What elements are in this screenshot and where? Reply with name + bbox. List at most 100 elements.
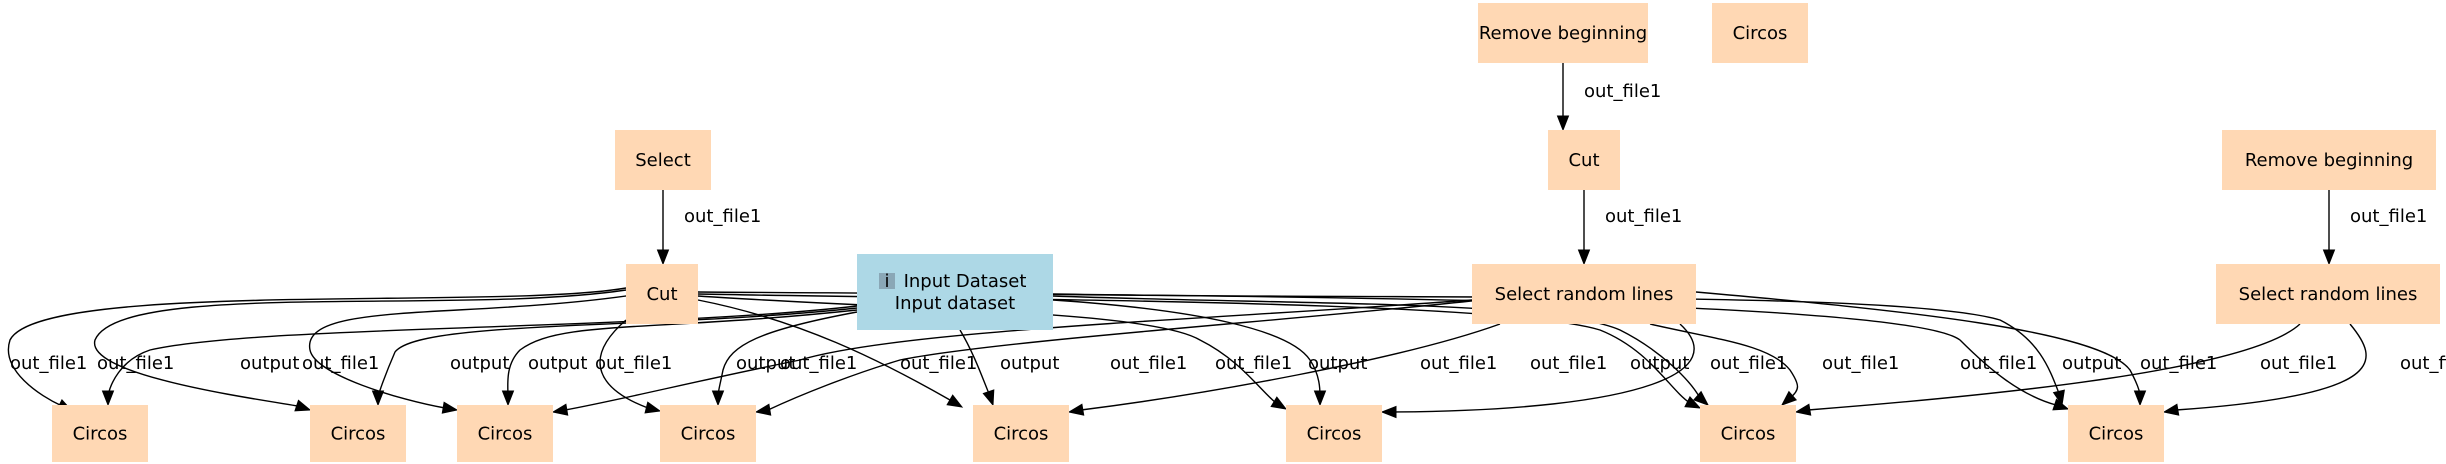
node-box <box>857 254 1053 330</box>
edge-label: out_file1 <box>1530 353 1607 374</box>
node-n_srl2[interactable]: Select random lines <box>2216 264 2440 324</box>
edge-label: out_file1 <box>97 353 174 374</box>
edge-line <box>2175 323 2367 411</box>
node-label: Circos <box>478 424 533 445</box>
edge-line <box>94 289 627 407</box>
edge-label: output <box>528 353 587 374</box>
node-c3[interactable]: Circos <box>457 405 553 462</box>
edge-n_srl1-to-c7: out_file1 <box>1649 323 1899 406</box>
node-label: Cut <box>1568 150 1599 171</box>
edge-label: out_file1 <box>10 353 87 374</box>
edge-n_cut_left-to-c4: out_file1 <box>595 319 672 414</box>
edge-label: out_file1 <box>684 206 761 227</box>
edge-label: out_file1 <box>1605 206 1682 227</box>
node-label: Select random lines <box>2239 284 2418 305</box>
edges-layer: out_file1 out_file1 out_file1 out_file1 out_… <box>7 63 2446 419</box>
node-c8[interactable]: Circos <box>2068 405 2164 462</box>
edge-n_input-to-c1: output <box>101 305 858 407</box>
edge-n_input-to-c3: output <box>501 309 858 407</box>
edge-n_input-to-c8: output <box>1052 293 2121 407</box>
edge-line <box>767 299 1481 411</box>
node-box <box>1548 130 1620 190</box>
node-label: Circos <box>1721 424 1776 445</box>
node-n_select[interactable]: Select <box>615 130 711 190</box>
node-n_cut_left[interactable]: Cut <box>626 264 698 324</box>
edge-label: out_file1 <box>1822 353 1899 374</box>
arrowhead <box>1556 115 1570 132</box>
node-c6[interactable]: Circos <box>1286 405 1382 462</box>
node-box <box>52 405 148 462</box>
node-c4[interactable]: Circos <box>660 405 756 462</box>
edge-n_cut_left-to-c6: out_file1 <box>697 295 1292 410</box>
edge-label: output <box>1308 353 1367 374</box>
arrowhead <box>2052 389 2065 407</box>
edge-line <box>564 299 1473 411</box>
edge-n_remove2-to-n_srl2: out_file1 <box>2322 190 2427 266</box>
arrowhead <box>371 390 385 407</box>
node-label: Remove beginning <box>1479 23 1647 44</box>
node-label: Circos <box>73 424 128 445</box>
node-c1[interactable]: Circos <box>52 405 148 462</box>
edge-label: output <box>2062 353 2121 374</box>
arrowhead <box>551 403 569 416</box>
edge-line <box>107 305 858 397</box>
edge-label: out_file1 <box>1110 353 1187 374</box>
edge-label: out_file1 <box>780 353 857 374</box>
edge-label: out_file1 <box>900 353 977 374</box>
node-box <box>1478 3 1648 63</box>
edge-label: out_file1 <box>1710 353 1787 374</box>
node-n_srl1[interactable]: Select random lines <box>1472 264 1696 324</box>
edge-n_select-to-n_cut_left: out_file1 <box>656 190 761 266</box>
node-box <box>660 405 756 462</box>
node-n_remove1[interactable]: Remove beginning <box>1478 3 1648 63</box>
edge-n_cut_left-to-c1: out_file1 <box>7 287 627 412</box>
node-c2[interactable]: Circos <box>310 405 406 462</box>
edge-line <box>697 295 1277 404</box>
edge-n_srl1-to-c6: out_file1 <box>1380 323 1787 419</box>
edge-line <box>1052 299 1321 397</box>
edge-line <box>507 309 858 397</box>
edge-label: out_file1 <box>2260 353 2337 374</box>
edge-line <box>599 319 649 409</box>
edge-n_input-to-c4: output <box>711 311 858 407</box>
node-label: Input Dataset <box>904 271 1027 292</box>
arrowhead <box>101 390 115 407</box>
node-box <box>615 130 711 190</box>
edge-n_srl1-to-c5: out_file1 <box>1067 323 1501 416</box>
node-sublabel: Input dataset <box>895 293 1015 314</box>
arrowhead <box>1067 403 1085 416</box>
arrowhead <box>1380 405 1397 419</box>
node-box <box>1472 264 1696 324</box>
node-n_circos_top[interactable]: Circos <box>1712 3 1808 63</box>
edge-label: out_file1 <box>595 353 672 374</box>
arrowhead <box>656 249 670 266</box>
edge-n_srl2-to-c8: out_file1 <box>2162 323 2446 416</box>
edge-line <box>1695 291 2141 397</box>
edge-line <box>7 287 627 407</box>
arrowhead <box>1577 249 1591 266</box>
arrowhead <box>754 403 772 416</box>
edge-label: out_file1 <box>1215 353 1292 374</box>
node-label: Circos <box>994 424 1049 445</box>
arrowhead <box>501 390 515 407</box>
node-label: Select random lines <box>1495 284 1674 305</box>
arrowhead <box>2133 390 2147 407</box>
edge-n_cut_left-to-c5: out_file1 <box>697 299 977 408</box>
edge-label: out_file1 <box>302 353 379 374</box>
node-n_remove2[interactable]: Remove beginning <box>2222 130 2436 190</box>
arrowhead <box>2322 249 2336 266</box>
arrowhead <box>441 401 459 414</box>
edge-line <box>377 307 858 397</box>
edge-line <box>309 293 641 409</box>
node-n_cut_mid[interactable]: Cut <box>1548 130 1620 190</box>
node-box <box>1700 405 1796 462</box>
node-c5[interactable]: Circos <box>973 405 1069 462</box>
node-label: Circos <box>681 424 736 445</box>
edge-n_srl1-to-c4: out_file1 <box>754 299 1481 416</box>
info-icon-glyph: i <box>884 271 889 292</box>
node-c7[interactable]: Circos <box>1700 405 1796 462</box>
node-label: Cut <box>646 284 677 305</box>
